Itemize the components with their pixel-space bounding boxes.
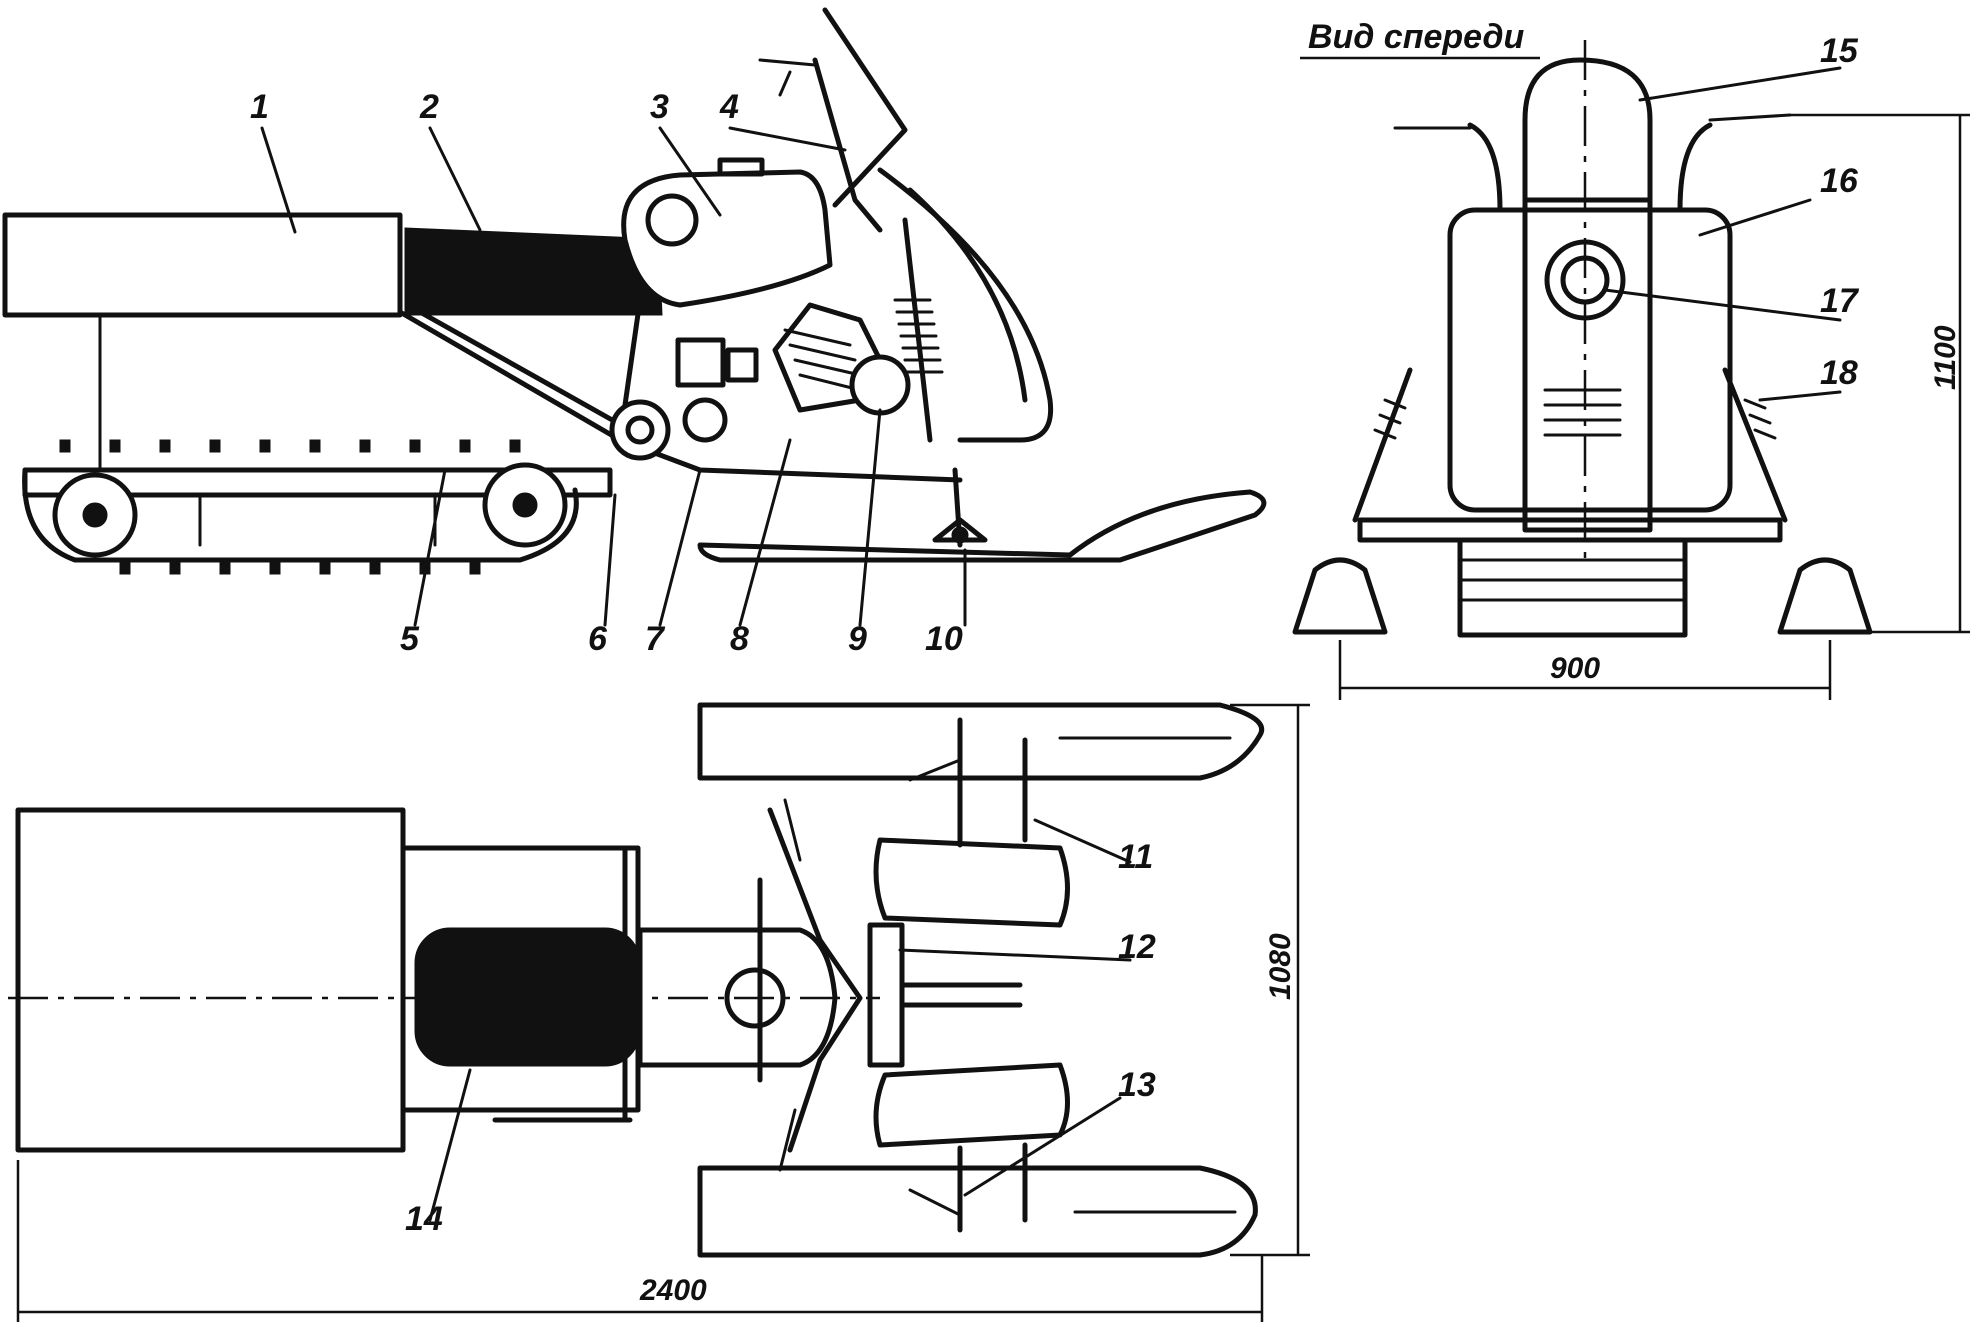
front-windshield (1522, 57, 1653, 203)
engine (772, 302, 911, 416)
fuel-tank (621, 169, 833, 308)
side-view: 1 2 3 4 5 6 7 8 9 10 (2, 7, 1267, 658)
windshield (822, 7, 908, 208)
callout-7: 7 (645, 620, 666, 658)
callout-14: 14 (405, 1200, 443, 1238)
callout-6: 6 (588, 620, 608, 658)
callout-18: 18 (1820, 354, 1858, 392)
callout-12: 12 (1118, 928, 1156, 966)
callout-9: 9 (848, 620, 867, 658)
callout-11: 11 (1118, 838, 1153, 876)
top-ski-lower (697, 1165, 1258, 1258)
callout-2: 2 (419, 88, 439, 126)
dim-front-width: 900 (1550, 652, 1600, 685)
callout-4: 4 (719, 88, 739, 126)
callout-13: 13 (1118, 1066, 1156, 1104)
front-tank (1447, 207, 1733, 513)
top-cargo-box (15, 807, 406, 1153)
callout-3: 3 (650, 88, 669, 126)
front-view-title: Вид спереди (1308, 18, 1524, 56)
cargo-box (2, 212, 403, 318)
callout-8: 8 (730, 620, 749, 658)
track (22, 313, 613, 575)
ski (697, 489, 1267, 563)
callout-17: 17 (1820, 282, 1860, 320)
dim-top-width: 1080 (1264, 933, 1297, 1000)
front-struts (1352, 367, 1788, 523)
callout-10: 10 (925, 620, 963, 658)
top-view: 1080 2400 11 12 13 14 (8, 702, 1310, 1322)
callout-5: 5 (400, 620, 420, 658)
top-ski-upper (697, 702, 1264, 781)
dim-length: 2400 (639, 1274, 707, 1307)
front-view: Вид спереди 1100 900 15 16 (1292, 18, 1970, 700)
callout-16: 16 (1820, 162, 1859, 200)
callout-1: 1 (250, 88, 269, 126)
dim-height: 1100 (1929, 325, 1962, 390)
callout-15: 15 (1820, 32, 1859, 70)
